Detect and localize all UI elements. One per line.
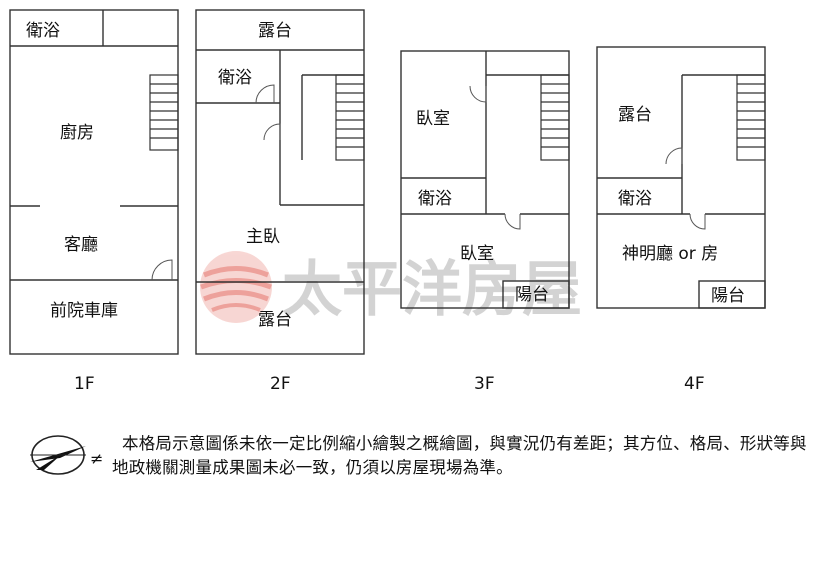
floor-label: 3F xyxy=(474,374,495,394)
room-label: 衛浴 xyxy=(218,68,252,88)
door-arc xyxy=(689,213,706,230)
stairs xyxy=(335,74,365,161)
room-label: 廚房 xyxy=(60,122,94,143)
door-arc xyxy=(469,85,487,103)
door-arc xyxy=(504,213,521,230)
floor-label: 1F xyxy=(74,374,95,394)
floor-4f: 露台 衛浴 神明廳 or 房 陽台 4F xyxy=(596,46,766,394)
room-label: 臥室 xyxy=(416,109,450,129)
floor-2f: 露台 衛浴 主臥 露台 2F xyxy=(195,9,365,394)
watermark-logo-icon xyxy=(200,251,272,323)
room-label: 臥室 xyxy=(460,244,494,264)
door-arc xyxy=(255,84,275,104)
floor-1f: 衛浴 廚房 客廳 前院車庫 1F xyxy=(9,9,179,394)
stairs xyxy=(736,74,766,161)
floor-label: 4F xyxy=(684,374,705,394)
room-label: 衛浴 xyxy=(618,189,652,209)
room-label: 神明廳 or 房 xyxy=(622,244,718,264)
room-label: 前院車庫 xyxy=(50,301,118,321)
watermark-text: 太平洋房屋 xyxy=(282,255,582,325)
floor-3f: 臥室 衛浴 臥室 陽台 3F xyxy=(400,50,570,394)
room-label: 客廳 xyxy=(64,235,98,255)
room-label: 衛浴 xyxy=(26,21,60,41)
room-label: 陽台 xyxy=(515,285,549,305)
door-arc xyxy=(263,123,281,141)
room-label: 露台 xyxy=(258,21,292,41)
north-arrow-icon: ≠ xyxy=(30,435,103,475)
room-label: 衛浴 xyxy=(418,189,452,209)
room-label: 露台 xyxy=(618,105,652,125)
door-arc xyxy=(151,259,173,281)
door-arc xyxy=(665,147,683,165)
stairs xyxy=(540,74,570,161)
floor-label: 2F xyxy=(270,374,291,394)
room-label: 主臥 xyxy=(246,227,280,247)
disclaimer-text: 本格局示意圖係未依一定比例縮小繪製之概繪圖，與實況仍有差距；其方位、格局、形狀等… xyxy=(112,434,807,477)
stairs xyxy=(149,74,179,151)
room-label: 露台 xyxy=(258,310,292,330)
room-label: 陽台 xyxy=(711,286,745,306)
svg-text:≠: ≠ xyxy=(90,449,103,468)
